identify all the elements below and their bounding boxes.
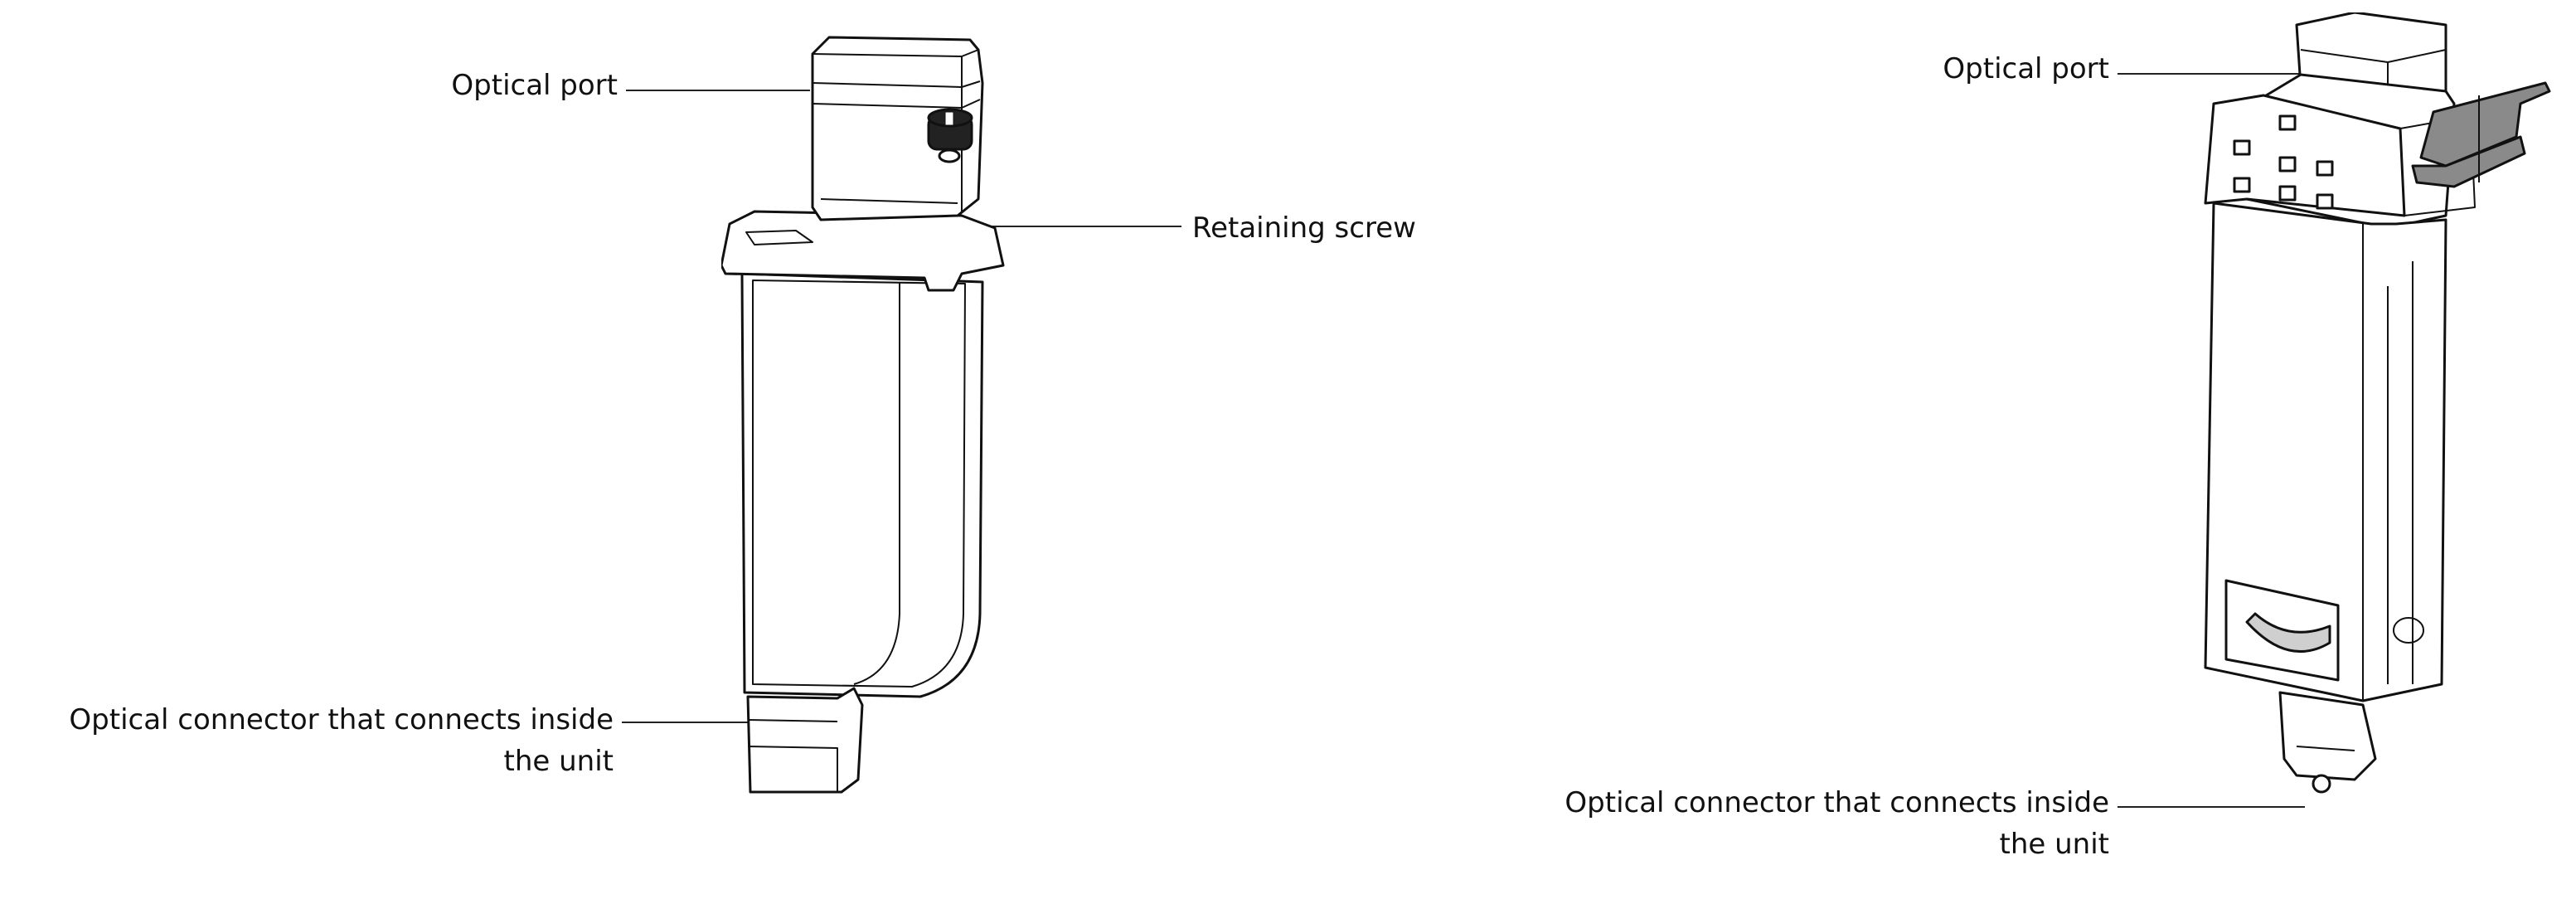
retaining-screw [927, 108, 973, 163]
label-optical-connector-right-2: the unit [1999, 828, 2109, 861]
label-optical-port-right: Optical port [1943, 52, 2109, 85]
label-optical-port-left: Optical port [451, 69, 618, 102]
optical-connector-left [746, 687, 864, 794]
label-optical-connector-right-1: Optical connector that connects inside [1565, 786, 2109, 819]
module-body [740, 272, 984, 698]
optical-module-front-drawing [721, 36, 1005, 794]
leader-line-optical-connector-right [2118, 806, 2305, 808]
leader-line-optical-port-left [626, 90, 810, 91]
leader-line-optical-connector-left [622, 722, 754, 723]
optical-connector-right [2278, 691, 2377, 794]
label-optical-connector-left-2: the unit [503, 745, 614, 778]
label-retaining-screw: Retaining screw [1192, 211, 1416, 245]
leader-line-retaining-screw [991, 226, 1181, 227]
optical-module-rear-drawing [2204, 12, 2551, 794]
leader-line-optical-port-right [2118, 73, 2310, 75]
release-latch [2411, 81, 2551, 188]
label-optical-connector-left-1: Optical connector that connects inside [69, 703, 614, 736]
optical-port-left [811, 36, 984, 221]
